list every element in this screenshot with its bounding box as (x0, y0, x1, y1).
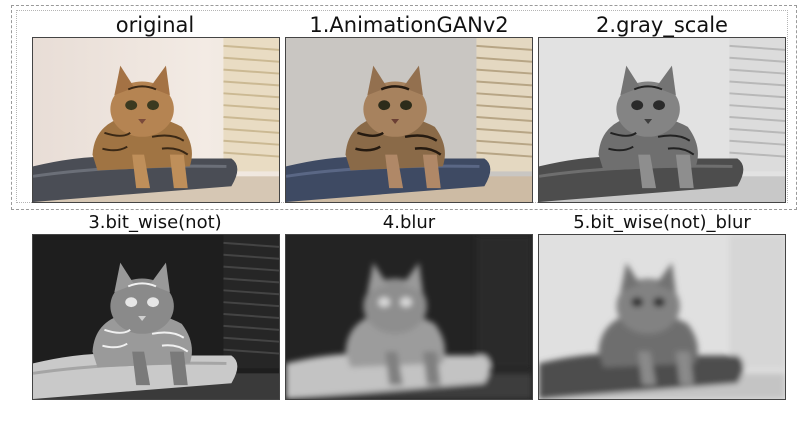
panel-title-bitwise-not-blur: 5.bit_wise(not)_blur (573, 212, 751, 233)
panel-title-original: original (115, 13, 195, 37)
panel-title-blur: 4.blur (382, 212, 436, 233)
panel-title-animationganv2: 1.AnimationGANv2 (309, 13, 509, 37)
cat-photo-blur (286, 235, 532, 399)
cat-photo-original (33, 38, 279, 202)
cat-photo-anime (286, 38, 532, 202)
panel-title-gray-scale: 2.gray_scale (596, 13, 728, 37)
cat-image-animationganv2 (285, 37, 533, 203)
cat-photo-gray-blur (539, 235, 785, 399)
cat-photo-gray (539, 38, 785, 202)
cat-image-gray-scale (538, 37, 786, 203)
cat-image-blur (285, 234, 533, 400)
cat-image-bitwise-not-blur (538, 234, 786, 400)
panel-title-bitwise-not: 3.bit_wise(not) (88, 212, 222, 233)
cat-image-bitwise-not (32, 234, 280, 400)
cat-image-original (32, 37, 280, 203)
cat-photo-inverted (33, 235, 279, 399)
top-row-frame (11, 5, 797, 210)
